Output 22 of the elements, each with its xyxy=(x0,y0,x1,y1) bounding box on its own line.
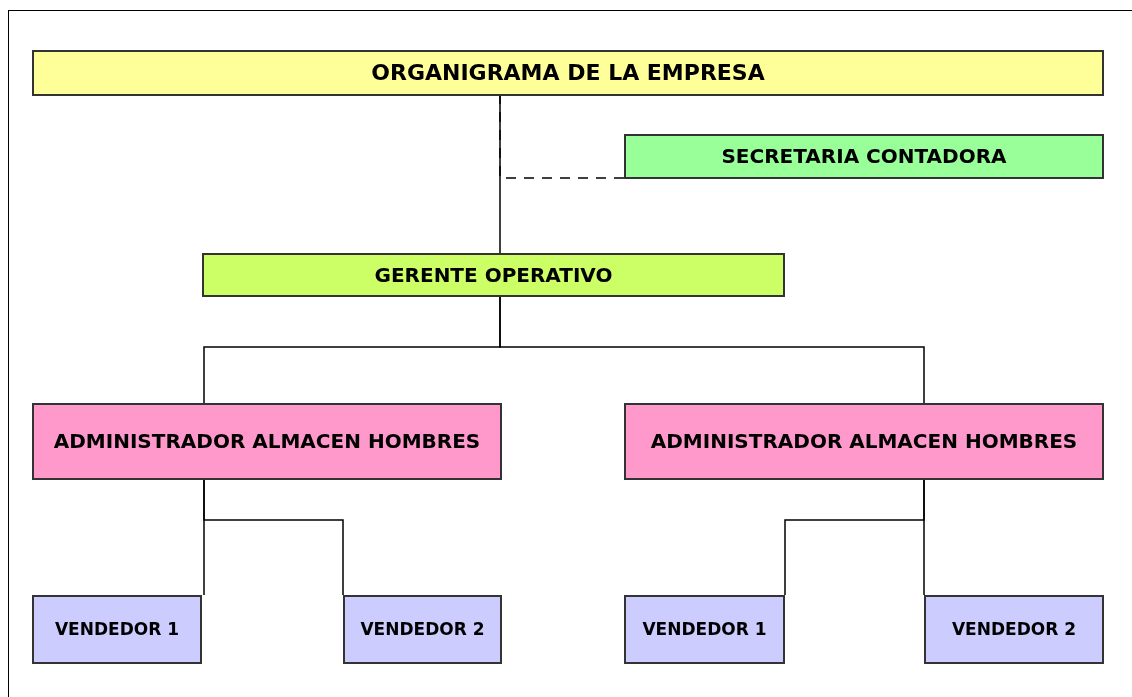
role-title: ORGANIGRAMA DE LA EMPRESA xyxy=(371,58,765,87)
org-box xyxy=(202,253,785,297)
role-title: ADMINISTRADOR ALMACEN HOMBRES xyxy=(53,428,481,455)
connector-line xyxy=(923,479,925,596)
role-title: GERENTE OPERATIVO xyxy=(374,261,613,289)
role-title: VENDEDOR 1 xyxy=(54,617,180,641)
connector-line xyxy=(499,296,925,404)
org-box xyxy=(32,50,1104,96)
connector-line xyxy=(203,479,344,596)
role-title: ADMINISTRADOR ALMACEN HOMBRES xyxy=(650,428,1078,455)
role-title: VENDEDOR 2 xyxy=(951,617,1077,641)
org-box xyxy=(32,595,202,664)
org-box xyxy=(624,595,785,664)
role-title: VENDEDOR 1 xyxy=(642,617,767,641)
org-box xyxy=(624,403,1104,480)
role-title: VENDEDOR 2 xyxy=(360,617,485,641)
org-box xyxy=(32,403,502,480)
org-box xyxy=(924,595,1104,664)
org-box xyxy=(343,595,502,664)
role-title: SECRETARIA CONTADORA xyxy=(721,143,1007,170)
org-box xyxy=(624,134,1104,179)
dashed-connector xyxy=(499,95,625,179)
